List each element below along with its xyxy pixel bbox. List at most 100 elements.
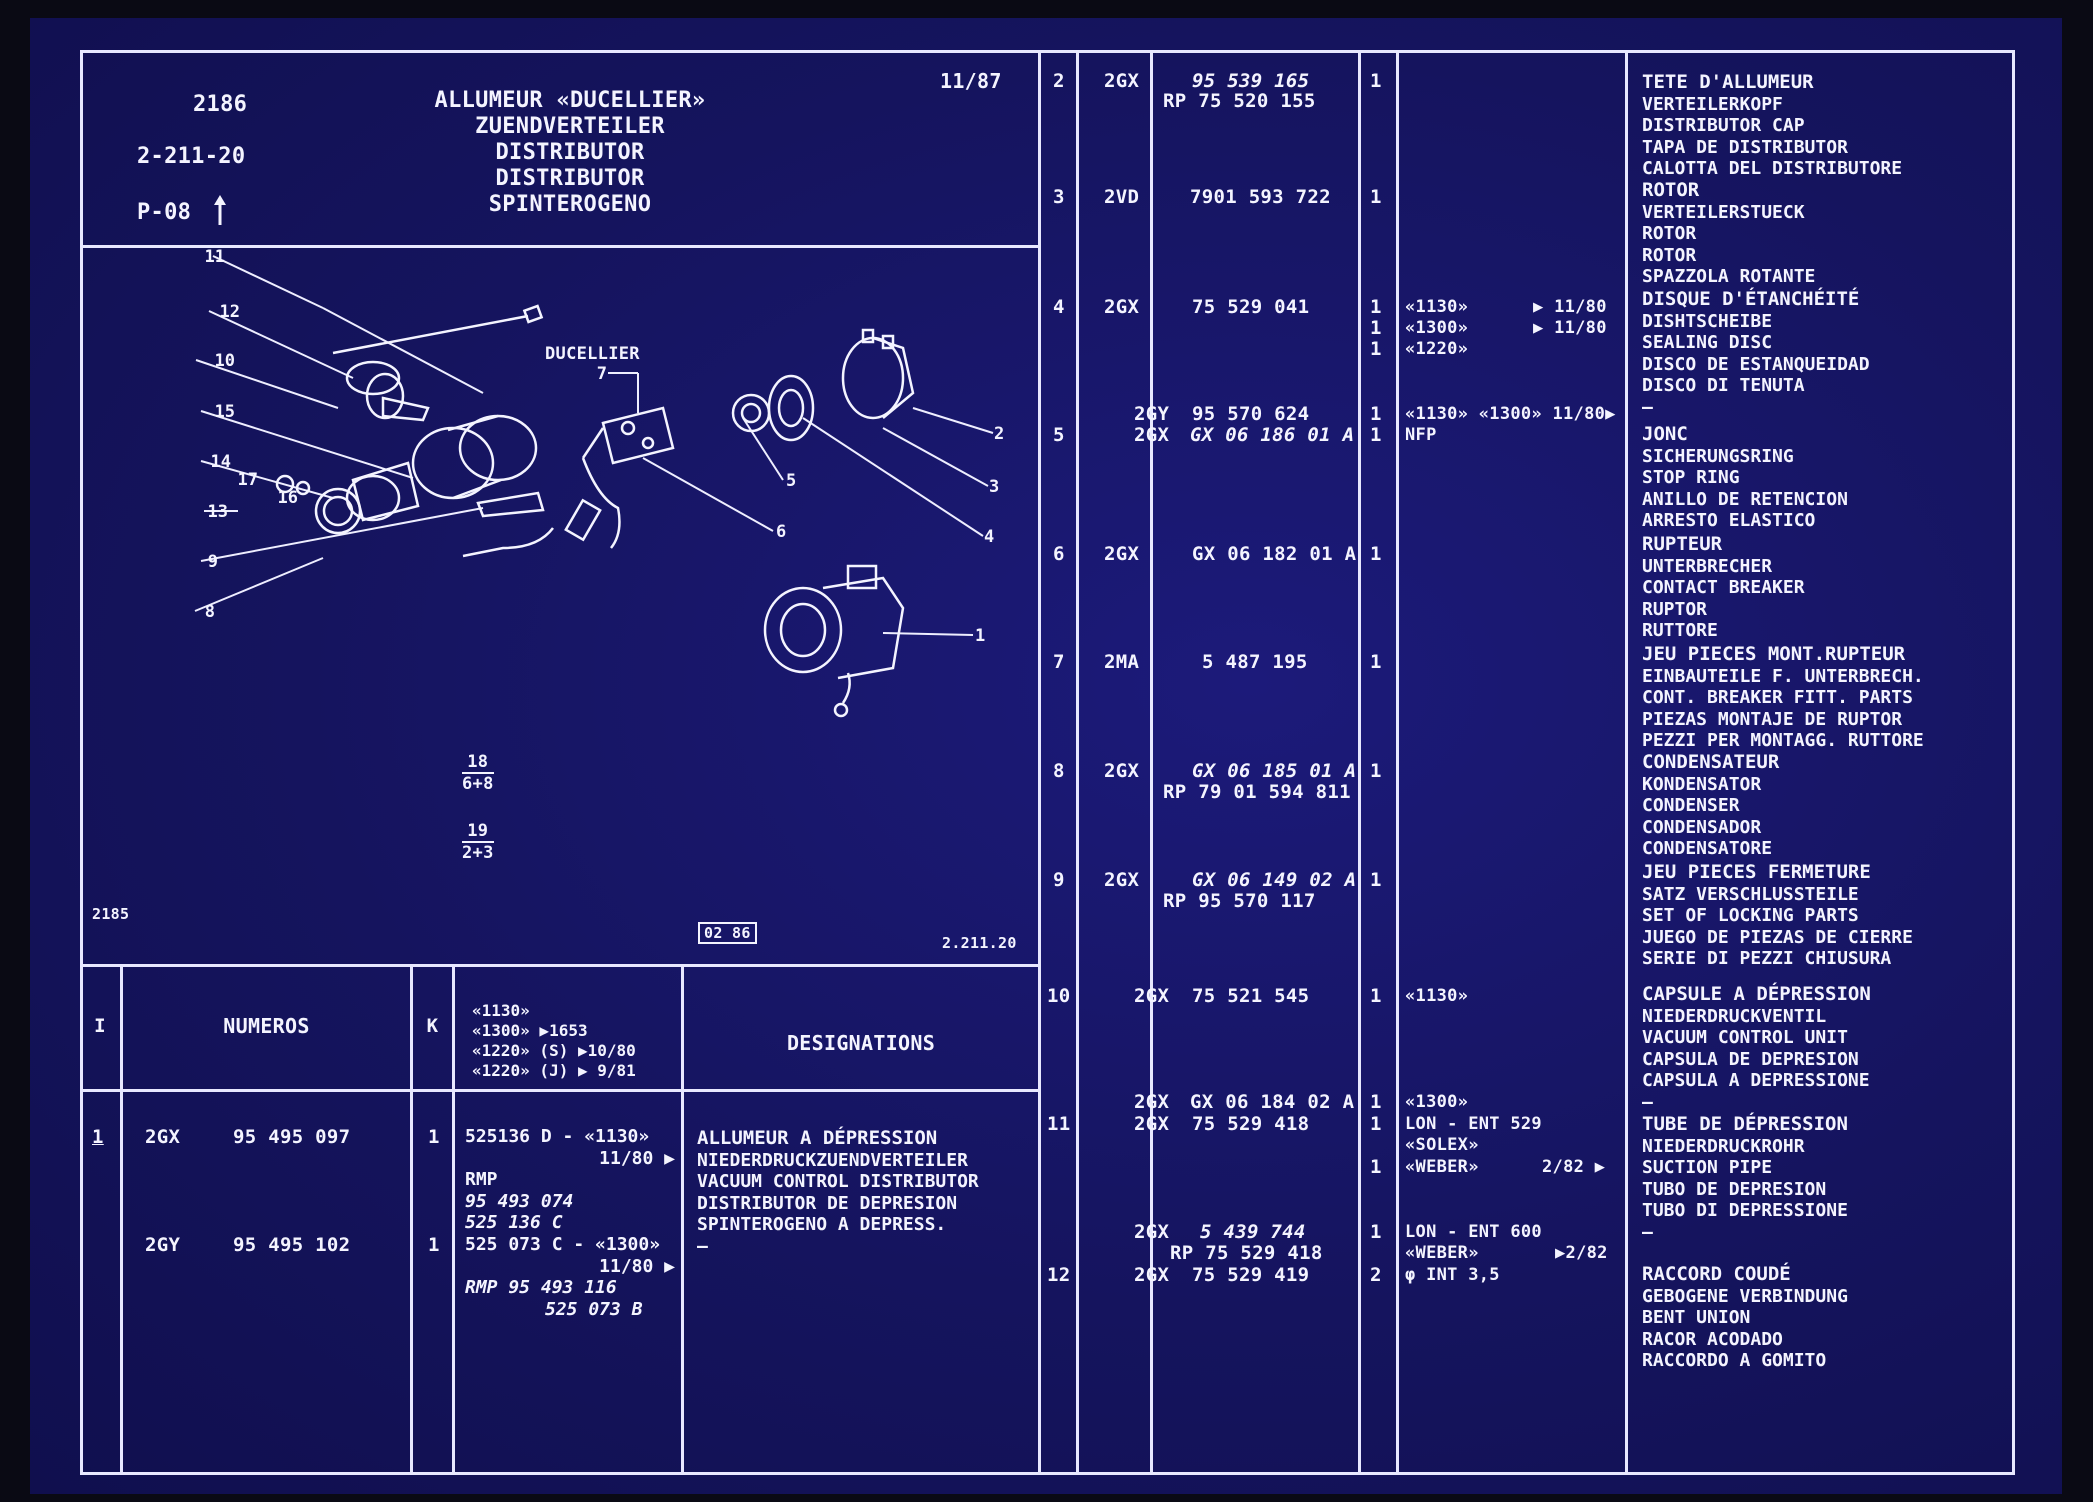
item-note: LON - ENT 529 <box>1405 1114 1542 1134</box>
col-header-numeros: NUMEROS <box>223 1014 310 1038</box>
leader-11 <box>212 255 324 309</box>
col-header-index: I <box>94 1015 106 1037</box>
callout-5: 5 <box>786 471 796 491</box>
item-number: 95 539 165 <box>1192 70 1310 92</box>
leader-4 <box>802 417 984 537</box>
item-note: «WEBER» <box>1405 1157 1479 1177</box>
fraction-18: 18 6+8 <box>462 752 494 794</box>
item-desc: CAPSULE A DÉPRESSION NIEDERDRUCKVENTIL V… <box>1642 983 1871 1113</box>
item-code: 2GX <box>1134 1091 1170 1113</box>
item-number: 5 487 195 <box>1202 651 1308 673</box>
r-col-line-5 <box>1625 50 1628 1475</box>
col-line-4 <box>681 964 684 1475</box>
item-number: GX 06 186 01 A <box>1190 424 1355 446</box>
title-fr: ALLUMEUR «DUCELLIER» <box>434 88 706 113</box>
callout-7: 7 <box>597 364 607 384</box>
row-2-notes: 525 073 C - «1300» 11/80 ▶ RMP 95 493 11… <box>465 1234 675 1320</box>
item-note: LON - ENT 600 <box>1405 1222 1542 1242</box>
title-it: SPINTEROGENO <box>488 192 652 217</box>
item-k: 1 <box>1370 424 1382 446</box>
item-index: 7 <box>1053 651 1065 673</box>
exploded-diagram: 11 12 10 15 14 17 16 13 9 8 2 3 4 5 6 7 … <box>194 248 1004 718</box>
item-note: «WEBER» <box>1405 1243 1479 1263</box>
item-desc: JEU PIECES FERMETURE SATZ VERSCHLUSSTEIL… <box>1642 861 1913 970</box>
section-code: P-08 <box>137 195 227 225</box>
item-code: 2GX <box>1134 985 1170 1007</box>
arrow-up-icon <box>213 195 226 225</box>
diagram-brand-label: DUCELLIER <box>545 344 640 364</box>
leader-1 <box>882 632 974 636</box>
item-code: 2GX <box>1134 1264 1170 1286</box>
callout-15: 15 <box>215 402 235 422</box>
leader-15 <box>200 410 414 479</box>
item-index: 8 <box>1053 760 1065 782</box>
left-designation: ALLUMEUR A DÉPRESSION NIEDERDRUCKZUENDVE… <box>697 1127 979 1257</box>
col-line-2 <box>410 964 413 1475</box>
callout-2: 2 <box>994 424 1004 444</box>
item-k: 1 <box>1370 296 1382 318</box>
item-code: 2GX <box>1134 1113 1170 1135</box>
leader-9 <box>200 507 484 562</box>
row-2-number: 95 495 102 <box>233 1234 351 1256</box>
item-k: 1 <box>1370 70 1382 92</box>
leader-5 <box>742 417 784 481</box>
item-k: 1 <box>1370 186 1382 208</box>
item-note: «SOLEX» <box>1405 1135 1479 1155</box>
callout-9: 9 <box>208 552 218 572</box>
item-note: «1300» <box>1405 1092 1469 1112</box>
callout-10: 10 <box>215 351 235 371</box>
row-1-index: 1 <box>92 1126 104 1148</box>
title-de: ZUENDVERTEILER <box>475 114 665 139</box>
item-desc: RACCORD COUDÉ GEBOGENE VERBINDUNG BENT U… <box>1642 1263 1848 1372</box>
callout-11: 11 <box>205 248 225 267</box>
title-es: DISTRIBUTOR <box>495 166 645 191</box>
item-k: 1 <box>1370 1091 1382 1113</box>
callout-13: 13 <box>208 502 228 522</box>
item-note: «1130» <box>1405 297 1469 317</box>
leader-12 <box>208 310 354 379</box>
item-code: 2GX <box>1104 296 1140 318</box>
callout-3: 3 <box>989 477 999 497</box>
reference-code: 2-211-20 <box>137 144 246 169</box>
item-k: 1 <box>1370 543 1382 565</box>
leader-3 <box>882 427 989 487</box>
item-code: 2GX <box>1104 70 1140 92</box>
callout-6: 6 <box>776 522 786 542</box>
item-code: 2GX <box>1104 760 1140 782</box>
col-header-k: K <box>426 1015 439 1037</box>
item-desc: ROTOR VERTEILERSTUECK ROTOR ROTOR SPAZZO… <box>1642 179 1816 288</box>
item-number: 75 521 545 <box>1192 985 1310 1007</box>
item-number: 5 439 744 <box>1200 1221 1306 1243</box>
page-number: 2186 <box>193 92 248 117</box>
callout-8: 8 <box>205 602 215 622</box>
row-2-code: 2GY <box>145 1234 181 1256</box>
diagram-stamp: 02 86 <box>698 922 757 944</box>
item-k: 1 <box>1370 1156 1382 1178</box>
item-k: 2 <box>1370 1264 1382 1286</box>
item-index: 5 <box>1053 424 1065 446</box>
item-note-right: ▶ 11/80 <box>1533 297 1607 317</box>
item-desc: JEU PIECES MONT.RUPTEUR EINBAUTEILE F. U… <box>1642 643 1924 752</box>
item-desc: JONC SICHERUNGSRING STOP RING ANILLO DE … <box>1642 423 1848 532</box>
item-code: 2GX <box>1104 869 1140 891</box>
row-1-notes: 525136 D - «1130» 11/80 ▶ RMP 95 493 074… <box>465 1126 675 1234</box>
r-col-line-4 <box>1396 50 1399 1475</box>
item-index: 6 <box>1053 543 1065 565</box>
item-code: 2VD <box>1104 186 1140 208</box>
item-desc: TUBE DE DÉPRESSION NIEDERDRUCKROHR SUCTI… <box>1642 1113 1848 1243</box>
header-divider <box>80 245 1041 248</box>
callout-17: 17 <box>238 470 258 490</box>
item-number: GX 06 185 01 A <box>1192 760 1357 782</box>
leader-8 <box>194 557 324 612</box>
item-index: 10 <box>1047 985 1071 1007</box>
item-k: 1 <box>1370 403 1382 425</box>
item-number: 7901 593 722 <box>1190 186 1331 208</box>
leader-2 <box>912 407 994 434</box>
item-index: 12 <box>1047 1264 1071 1286</box>
item-index: 3 <box>1053 186 1065 208</box>
row-1-k: 1 <box>428 1126 440 1148</box>
item-k: 1 <box>1370 869 1382 891</box>
item-number: 95 570 624 <box>1192 403 1310 425</box>
title-en: DISTRIBUTOR <box>495 140 645 165</box>
item-k: 1 <box>1370 985 1382 1007</box>
